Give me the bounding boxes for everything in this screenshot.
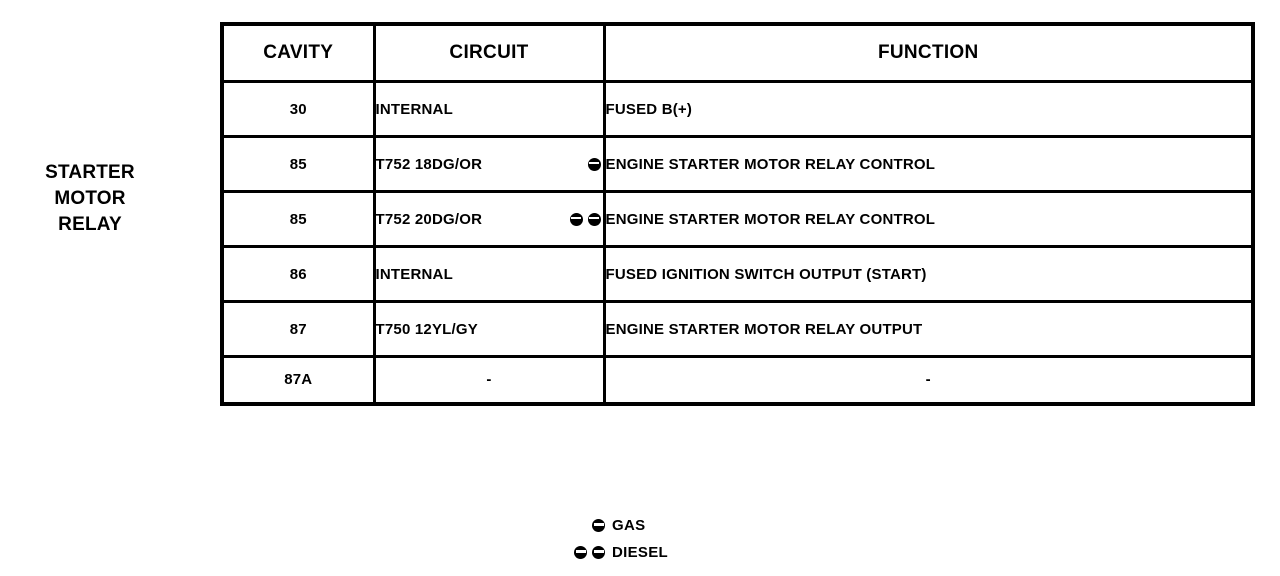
cell-circuit-fuel-marker-group xyxy=(587,157,603,171)
fuel-type-marker-icon xyxy=(587,212,601,226)
cell-function: FUSED IGNITION SWITCH OUTPUT (START) xyxy=(602,245,1255,303)
component-label-line-1: STARTER xyxy=(45,162,135,183)
cell-cavity: 30 xyxy=(220,80,376,138)
cell-function: FUSED B(+) xyxy=(602,80,1255,138)
fuel-type-marker-icon xyxy=(592,519,605,532)
cell-circuit: INTERNAL xyxy=(372,245,606,303)
legend-label: GAS xyxy=(612,517,646,534)
fuel-type-marker-icon xyxy=(574,546,587,559)
component-label: STARTER MOTOR RELAY xyxy=(0,160,180,238)
cell-circuit: T752 18DG/OR xyxy=(372,135,606,193)
cell-cavity: 87 xyxy=(220,300,376,358)
cell-cavity: 85 xyxy=(220,190,376,248)
legend-label: DIESEL xyxy=(612,544,668,561)
cell-function: - xyxy=(602,355,1255,405)
legend-marker-group xyxy=(560,546,612,559)
column-header-function: FUNCTION xyxy=(602,22,1255,83)
column-header-circuit: CIRCUIT xyxy=(372,22,606,83)
legend-marker-group xyxy=(560,519,612,532)
cell-circuit-text: T752 20DG/OR xyxy=(375,210,483,228)
cell-function: ENGINE STARTER MOTOR RELAY CONTROL xyxy=(602,135,1255,193)
fuel-type-marker-icon xyxy=(592,546,605,559)
component-label-line-2: MOTOR xyxy=(54,188,126,209)
column-header-cavity: CAVITY xyxy=(220,22,376,83)
legend-item: GAS xyxy=(560,512,668,539)
fuel-type-marker-icon xyxy=(587,157,601,171)
fuel-type-legend: GAS DIESEL xyxy=(560,512,668,566)
cell-circuit: - xyxy=(372,355,606,405)
cell-cavity: 87A xyxy=(220,355,376,405)
cell-function: ENGINE STARTER MOTOR RELAY CONTROL xyxy=(602,190,1255,248)
fuel-type-marker-icon xyxy=(569,212,583,226)
component-label-line-3: RELAY xyxy=(58,214,122,235)
table-row: 87A-- xyxy=(220,355,1255,405)
legend-item: DIESEL xyxy=(560,539,668,566)
cell-circuit-fuel-marker-group xyxy=(569,212,603,226)
cell-circuit: T750 12YL/GY xyxy=(372,300,606,358)
cell-circuit-text: T752 18DG/OR xyxy=(375,155,483,173)
cell-cavity: 85 xyxy=(220,135,376,193)
table-header-row: CAVITY CIRCUIT FUNCTION xyxy=(220,22,1255,83)
cell-function: ENGINE STARTER MOTOR RELAY OUTPUT xyxy=(602,300,1255,358)
cell-circuit: INTERNAL xyxy=(372,80,606,138)
cell-circuit: T752 20DG/OR xyxy=(372,190,606,248)
cell-cavity: 86 xyxy=(220,245,376,303)
